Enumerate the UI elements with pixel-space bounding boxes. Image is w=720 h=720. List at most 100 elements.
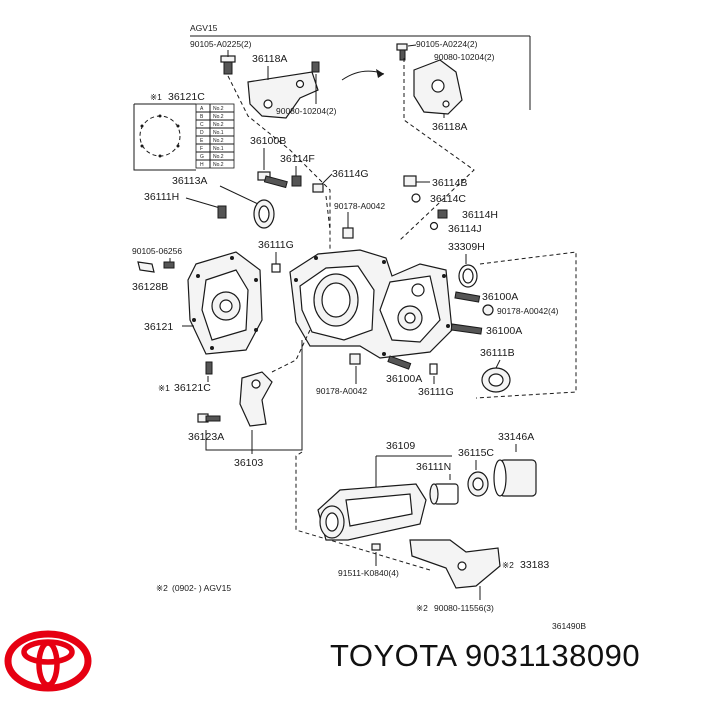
label-clip: 36128B: [132, 281, 168, 293]
legend-value: No.2: [213, 106, 224, 112]
label-bearing-c: 36115C: [458, 447, 494, 459]
breather-icon: [217, 205, 227, 219]
bolt-right-icon: [396, 43, 408, 61]
sleeve-icon: [493, 459, 537, 497]
clip-icon: [137, 261, 175, 273]
part-caption: TOYOTA 9031138090: [330, 638, 641, 673]
label-stud-a3: 36100A: [386, 373, 422, 385]
label-plug-c: 36114C: [430, 193, 466, 205]
legend-letter: C: [200, 122, 204, 128]
transfer-housing: [289, 249, 453, 359]
ref-mark-2a: ※2: [502, 560, 514, 570]
bushing-icon: [429, 483, 459, 505]
legend-value: No.2: [213, 138, 224, 144]
label-gasket-left: 90178-A0042: [334, 201, 385, 211]
drawing-number: 361490B: [552, 621, 586, 631]
side-cover-36121: [187, 251, 263, 355]
label-pin-g-bottom: 36111G: [418, 386, 454, 398]
ref-mark-2b: ※2: [416, 603, 428, 613]
oring-icon: [458, 264, 478, 288]
legend-letter: G: [200, 154, 204, 160]
legend-letter: D: [200, 130, 204, 136]
gasket-left-icon: [342, 227, 354, 239]
pin-g-top-icon: [271, 263, 281, 273]
label-bolt-left-small: 90080-10204(2): [276, 106, 337, 116]
gasket-right-icon: [482, 304, 494, 316]
bolt-bottom-icon: [371, 543, 381, 551]
legend-letter: E: [200, 138, 204, 144]
label-cover-ref: 36121C: [168, 91, 205, 103]
legend-value: No.2: [213, 114, 224, 120]
legend-value: No.2: [213, 162, 224, 168]
label-cover-bolt: 36121C: [174, 382, 211, 394]
label-plug-g: 36114G: [332, 168, 369, 180]
pin-g-bottom-icon: [429, 363, 438, 375]
label-oring: 33309H: [448, 241, 485, 253]
label-plug-b: 36114B: [432, 177, 467, 189]
label-bracket: 36103: [234, 457, 263, 469]
plug-f-icon: [291, 175, 302, 187]
plug-g-icon: [312, 183, 324, 193]
stud-36100b-icon: [257, 171, 288, 189]
stud-a1-icon: [454, 291, 481, 303]
label-bolt-bottom: 91511-K0840(4): [338, 568, 399, 578]
label-stud: 36100B: [250, 135, 286, 147]
toyota-emblem-icon: [4, 630, 92, 692]
legend-letter: F: [200, 146, 203, 152]
label-plug-h: 36114H: [462, 209, 498, 221]
legend-value: No.1: [213, 146, 224, 152]
plug-b-icon: [403, 175, 417, 187]
label-cover: 36121: [144, 321, 173, 333]
label-stud-a2: 36100A: [486, 325, 522, 337]
stud-a2-icon: [450, 323, 483, 335]
bracket-bolt-icon: [197, 413, 221, 423]
label-breather: 36111H: [144, 191, 179, 203]
label-sleeve: 33146A: [498, 431, 534, 443]
extension-housing: [317, 483, 427, 541]
label-plug-f: 36114F: [280, 153, 315, 165]
stud-a3-icon: [387, 355, 412, 370]
legend-table: A B C D E F G H No.2 No.2 No.2 No.1 No.2…: [133, 103, 235, 171]
bolt-left-small-icon: [311, 61, 320, 73]
cover-bolt-icon: [205, 361, 213, 375]
label-extension: 36109: [386, 440, 415, 452]
label-nut-bottom: 90080-11556(3): [434, 603, 494, 613]
plug-j-icon: [429, 221, 439, 231]
label-bushing: 36111N: [416, 461, 451, 473]
label-bolt-small-left: 90105-06256: [132, 246, 182, 256]
label-bolt-right: 90105-A0224(2): [416, 39, 478, 49]
legend-letter: B: [200, 114, 204, 120]
bracket-right: [413, 59, 463, 115]
ref-mark-1b: ※1: [158, 383, 170, 393]
oil-seal-icon: [481, 367, 511, 393]
label-bolt-right-small: 90080-10204(2): [434, 52, 495, 62]
legend-letter: H: [200, 162, 204, 168]
label-oil-seal: 36111B: [480, 347, 515, 359]
bracket-36103: [239, 371, 273, 427]
legend-value: No.2: [213, 122, 224, 128]
footnote-text: (0902- ) AGV15: [172, 583, 231, 593]
gasket-bottom-icon: [349, 353, 361, 365]
label-stud-a1: 36100A: [482, 291, 518, 303]
bolt-left-icon: [220, 55, 236, 75]
ref-mark-1: ※1: [150, 92, 162, 102]
bearing-icon: [467, 471, 489, 497]
mount-33183: [409, 539, 501, 589]
seal-36113a-icon: [253, 199, 275, 229]
legend-letter: A: [200, 106, 204, 112]
label-seal: 36113A: [172, 175, 207, 187]
plug-c-icon: [411, 193, 421, 203]
label-bolt-left: 90105-A0225(2): [190, 39, 252, 49]
label-pin-g-top: 36111G: [258, 239, 294, 251]
bracket-left: [247, 71, 319, 119]
footnote-mark: ※2: [156, 583, 168, 593]
label-plug-j: 36114J: [448, 223, 482, 235]
label-gasket-bottom: 90178-A0042: [316, 386, 367, 396]
label-mount: 33183: [520, 559, 549, 571]
label-gasket-right: 90178-A0042(4): [497, 306, 559, 316]
plug-h-icon: [437, 209, 448, 219]
model-header: AGV15: [190, 23, 218, 33]
label-bracket-left: 36118A: [252, 53, 287, 65]
label-bracket-right: 36118A: [432, 121, 467, 133]
